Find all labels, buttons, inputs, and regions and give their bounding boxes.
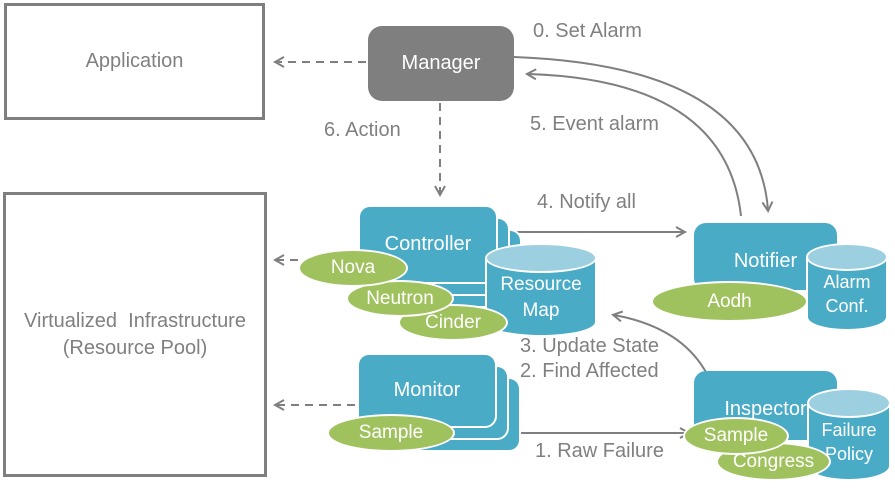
nova-label: Nova (330, 257, 376, 278)
edge-label-raw-failure: 1. Raw Failure (535, 440, 664, 462)
virtualized-infrastructure-label: Virtualized Infrastructure (Resource Poo… (24, 309, 246, 359)
failure-policy-label: Failure Policy (821, 419, 877, 464)
monitor-label: Monitor (393, 379, 461, 401)
cinder-label: Cinder (425, 311, 481, 333)
alarm-conf-label: Alarm Conf. (823, 271, 871, 316)
aodh-ellipse: Aodh (651, 281, 808, 322)
inspector-sample-ellipse: Sample (683, 417, 789, 455)
inspector-sample-label: Sample (703, 425, 769, 446)
edge-label-action: 6. Action (324, 119, 401, 141)
alarm-conf-cylinder: Alarm Conf. (806, 243, 888, 331)
alarm-conf-cylinder-top (806, 243, 888, 271)
congress-label: Congress (732, 450, 815, 472)
virtualized-infrastructure-box: Virtualized Infrastructure (Resource Poo… (3, 192, 267, 477)
notifier-label: Notifier (733, 250, 798, 272)
neutron-ellipse: Neutron (346, 280, 454, 317)
monitor-sample-label: Sample (358, 422, 424, 443)
cinder-ellipse: Cinder (398, 304, 508, 341)
edge-label-find-affected: 2. Find Affected (520, 360, 659, 382)
manager-box: Manager (368, 26, 514, 101)
edge-label-event-alarm: 5. Event alarm (530, 113, 659, 135)
nova-ellipse: Nova (298, 249, 408, 287)
inspector-label: Inspector (724, 398, 807, 420)
resource-map-cylinder-top (485, 243, 597, 273)
resource-map-label: Resource Map (500, 273, 582, 321)
failure-policy-cylinder-top (807, 388, 891, 418)
edge-label-set-alarm: 0. Set Alarm (533, 20, 642, 42)
edge-label-notify-all: 4. Notify all (537, 191, 636, 213)
application-label: Application (85, 50, 184, 72)
controller-label: Controller (384, 233, 472, 255)
failure-policy-cylinder: Failure Policy (807, 388, 891, 481)
manager-label: Manager (401, 52, 481, 74)
aodh-label: Aodh (707, 290, 752, 312)
neutron-label: Neutron (366, 287, 434, 309)
application-box: Application (4, 3, 265, 120)
edge-label-update-state: 3. Update State (520, 335, 659, 357)
monitor-sample-ellipse: Sample (327, 414, 455, 452)
